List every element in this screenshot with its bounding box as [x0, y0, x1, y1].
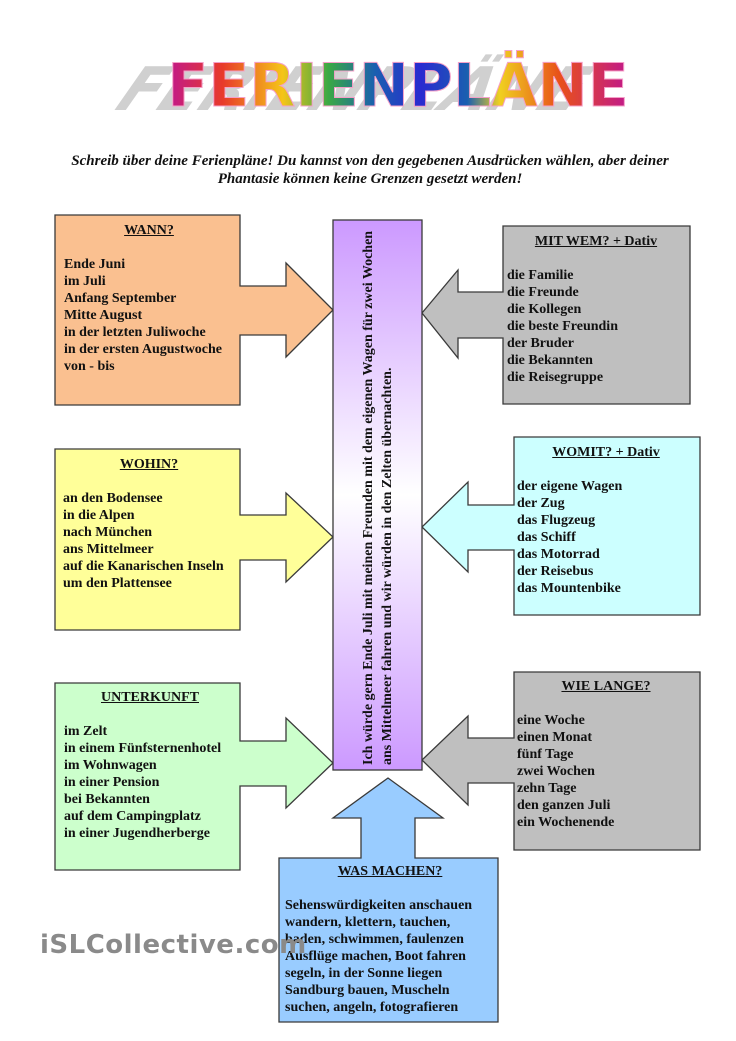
list-item: der Zug	[517, 496, 565, 511]
list-item: das Schiff	[517, 530, 576, 545]
list-item: die Familie	[507, 268, 574, 283]
watermark: iSLCollective.com	[40, 930, 307, 960]
unterkunft-list: im Zelt in einem Fünfsternenhotel im Wohnw…	[64, 723, 236, 842]
center-sentence-box	[332, 219, 423, 771]
list-item: bei Bekannten	[64, 792, 150, 807]
list-item: die Kollegen	[507, 302, 582, 317]
wasmachen-arrow	[278, 777, 499, 1023]
wasmachen-header: WAS MACHEN?	[337, 864, 443, 879]
list-item: Sehenswürdigkeiten anschauen	[285, 898, 473, 913]
list-item: zwei Wochen	[517, 764, 595, 779]
unterkunft-arrow	[54, 682, 334, 871]
list-item: ein Wochenende	[517, 815, 615, 830]
wann-header: WANN?	[124, 223, 174, 238]
list-item: die beste Freundin	[507, 319, 618, 334]
list-item: der Bruder	[507, 336, 575, 351]
wielange-arrow	[421, 671, 701, 851]
list-item: in der ersten Augustwoche	[64, 342, 223, 357]
list-item: suchen, angeln, fotografieren	[285, 1000, 459, 1015]
list-item: in einer Jugendherberge	[64, 826, 210, 841]
wohin-list: an den Bodensee in die Alpen nach München a…	[63, 490, 235, 592]
list-item: im Wohnwagen	[64, 758, 157, 773]
list-item: fünf Tage	[517, 747, 574, 762]
list-item: in die Alpen	[63, 508, 135, 523]
worksheet-title: FERIENPLÄNE FERIENPLÄNE	[0, 40, 736, 130]
list-item: in der letzten Juliwoche	[64, 325, 206, 340]
list-item: baden, schwimmen, faulenzen	[285, 932, 464, 947]
mitwem-header: MIT WEM? + Dativ	[534, 234, 658, 249]
list-item: im Zelt	[64, 724, 108, 739]
womit-arrow	[421, 436, 701, 616]
list-item: um den Plattensee	[63, 576, 172, 591]
title-shadow: FERIENPLÄNE	[99, 54, 610, 125]
list-item: die Bekannten	[507, 353, 593, 368]
list-item: Anfang September	[64, 291, 177, 306]
womit-box: WOMIT? + Dativ der eigene Wagen der Zug da…	[517, 444, 695, 597]
womit-list: der eigene Wagen der Zug das Flugzeug das S…	[517, 478, 695, 597]
wohin-arrow	[54, 448, 334, 631]
instructions: Schreib über deine Ferienpläne! Du kanns…	[71, 153, 669, 187]
list-item: Mitte August	[64, 308, 143, 323]
wasmachen-list: Sehenswürdigkeiten anschauen wandern, kle…	[285, 897, 495, 1016]
list-item: wandern, klettern, tauchen,	[285, 915, 451, 930]
list-item: das Motorrad	[517, 547, 600, 562]
wielange-header: WIE LANGE?	[561, 679, 651, 694]
list-item: in einer Pension	[64, 775, 160, 790]
wielange-list: eine Woche einen Monat fünf Tage zwei Woche…	[517, 712, 695, 831]
list-item: Ende Juni	[64, 257, 126, 272]
wohin-header: WOHIN?	[119, 457, 179, 472]
center-sentence-container: Ich würde gern Ende Juli mit meinen Freu…	[333, 220, 422, 770]
wann-arrow	[54, 214, 334, 406]
list-item: Sandburg bauen, Muscheln	[285, 983, 450, 998]
unterkunft-header: UNTERKUNFT	[100, 690, 199, 705]
list-item: Ausflüge machen, Boot fahren	[285, 949, 466, 964]
womit-header: WOMIT? + Dativ	[552, 445, 660, 460]
list-item: zehn Tage	[517, 781, 577, 796]
list-item: der Reisebus	[517, 564, 594, 579]
list-item: das Flugzeug	[517, 513, 596, 528]
list-item: die Reisegruppe	[507, 370, 604, 385]
list-item: das Mountenbike	[517, 581, 621, 596]
list-item: von - bis	[64, 359, 115, 374]
title-text: FERIENPLÄNE	[167, 49, 629, 121]
list-item: an den Bodensee	[63, 491, 163, 506]
wasmachen-box: WAS MACHEN? Sehenswürdigkeiten anschauen…	[285, 863, 495, 1016]
list-item: auf dem Campingplatz	[64, 809, 201, 824]
mitwem-arrow	[421, 225, 691, 405]
list-item: die Freunde	[507, 285, 579, 300]
list-item: nach München	[63, 525, 153, 540]
center-sentence: Ich würde gern Ende Juli mit meinen Freu…	[360, 230, 395, 765]
unterkunft-box: UNTERKUNFT im Zelt in einem Fünfsternenho…	[64, 689, 236, 842]
list-item: im Juli	[64, 274, 106, 289]
mitwem-list: die Familie die Freunde die Kollegen die be…	[507, 267, 685, 386]
list-item: der eigene Wagen	[517, 479, 623, 494]
list-item: den ganzen Juli	[517, 798, 611, 813]
list-item: in einem Fünfsternenhotel	[64, 741, 222, 756]
list-item: eine Woche	[517, 713, 585, 728]
title-graphic: FERIENPLÄNE FERIENPLÄNE	[99, 49, 629, 125]
list-item: auf die Kanarischen Inseln	[63, 559, 224, 574]
list-item: segeln, in der Sonne liegen	[285, 966, 443, 981]
list-item: ans Mittelmeer	[63, 542, 154, 557]
wielange-box: WIE LANGE? eine Woche einen Monat fünf Tag…	[517, 678, 695, 831]
list-item: einen Monat	[517, 730, 593, 745]
wohin-box: WOHIN? an den Bodensee in die Alpen nach M…	[63, 456, 235, 592]
